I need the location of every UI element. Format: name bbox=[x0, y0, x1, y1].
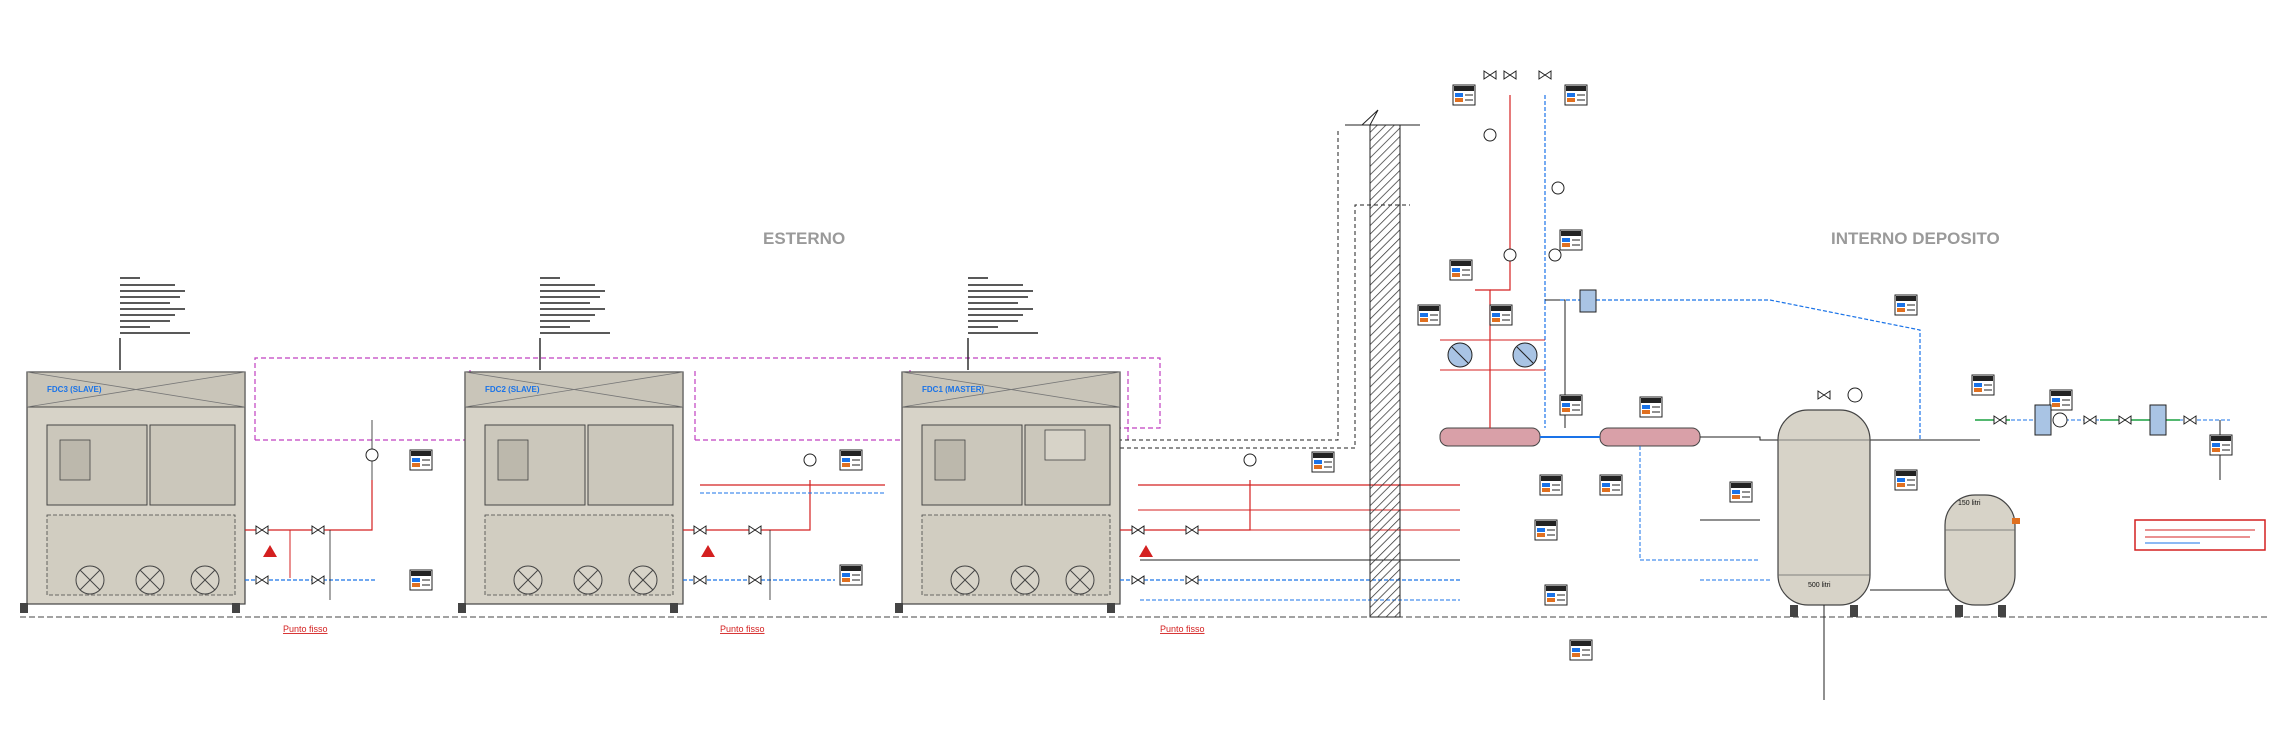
indoor-instrument-tags bbox=[1534, 519, 1568, 606]
piping-unit-fdc1 bbox=[1120, 451, 1460, 601]
fixed-point-label-2: Punto fisso bbox=[720, 624, 765, 634]
control-bus bbox=[254, 357, 1161, 441]
top-instruments bbox=[1452, 70, 1597, 313]
unit-name-fdc2: FDC2 (SLAVE) bbox=[485, 385, 540, 394]
expansion-vessel: 150 litri bbox=[1944, 494, 2020, 617]
chiller-unit-fdc1: FDC1 (MASTER) bbox=[895, 371, 1121, 613]
piping-unit-fdc3 bbox=[245, 420, 433, 600]
expansion-vessel-volume: 150 litri bbox=[1958, 500, 1981, 507]
unit-name-fdc1: FDC1 (MASTER) bbox=[922, 385, 985, 394]
zone-label-indoor: INTERNO DEPOSITO bbox=[1831, 229, 2000, 248]
buffer-tank-volume: 500 litri bbox=[1808, 582, 1831, 589]
unit-spec-notes bbox=[119, 277, 1038, 370]
control-line-wall bbox=[1085, 130, 1410, 449]
chiller-unit-fdc2: FDC2 (SLAVE) bbox=[458, 371, 684, 613]
buffer-tank: 500 litri bbox=[1729, 387, 1918, 700]
fixed-point-label-3: Punto fisso bbox=[1160, 624, 1205, 634]
piping-unit-fdc2 bbox=[683, 449, 885, 600]
fixed-point-label-1: Punto fisso bbox=[283, 624, 328, 634]
filling-assembly bbox=[1569, 294, 2266, 661]
unit-name-fdc3: FDC3 (SLAVE) bbox=[47, 385, 102, 394]
circulator-pumps bbox=[1417, 229, 1663, 496]
zone-label-outdoor: ESTERNO bbox=[763, 229, 845, 248]
building-wall bbox=[1345, 109, 1420, 618]
chiller-unit-fdc3: FDC3 (SLAVE) bbox=[20, 371, 246, 613]
